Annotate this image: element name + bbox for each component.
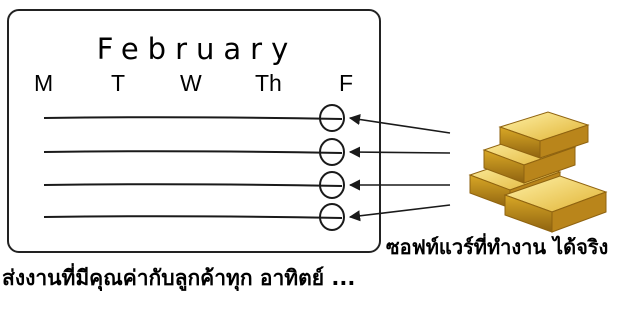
caption-deliver-weekly: ส่งงานที่มีคุณค่ากับลูกค้าทุก อาทิตย์ ..…	[2, 266, 356, 290]
arrow-icon	[348, 146, 451, 158]
week-line	[43, 150, 343, 154]
day-label-wednesday: W	[180, 70, 202, 96]
circle-mark-icon	[319, 138, 345, 166]
arrow-icon	[348, 204, 451, 222]
calendar-card	[7, 9, 381, 253]
week-line	[43, 116, 343, 120]
month-title: February	[96, 32, 298, 66]
day-label-monday: M	[34, 70, 54, 96]
arrow-icon	[348, 113, 451, 134]
caption-working-software: ซอฟท์แวร์ที่ทำงาน ได้จริง	[386, 235, 609, 259]
day-label-friday: F	[339, 70, 354, 96]
circle-mark-icon	[319, 203, 345, 231]
gold-bars-icon	[468, 111, 608, 233]
circle-mark-icon	[319, 104, 345, 132]
day-label-tuesday: T	[111, 70, 126, 96]
week-line	[43, 183, 343, 187]
week-line	[43, 215, 343, 219]
day-label-thursday: Th	[255, 70, 282, 96]
circle-mark-icon	[319, 171, 345, 199]
